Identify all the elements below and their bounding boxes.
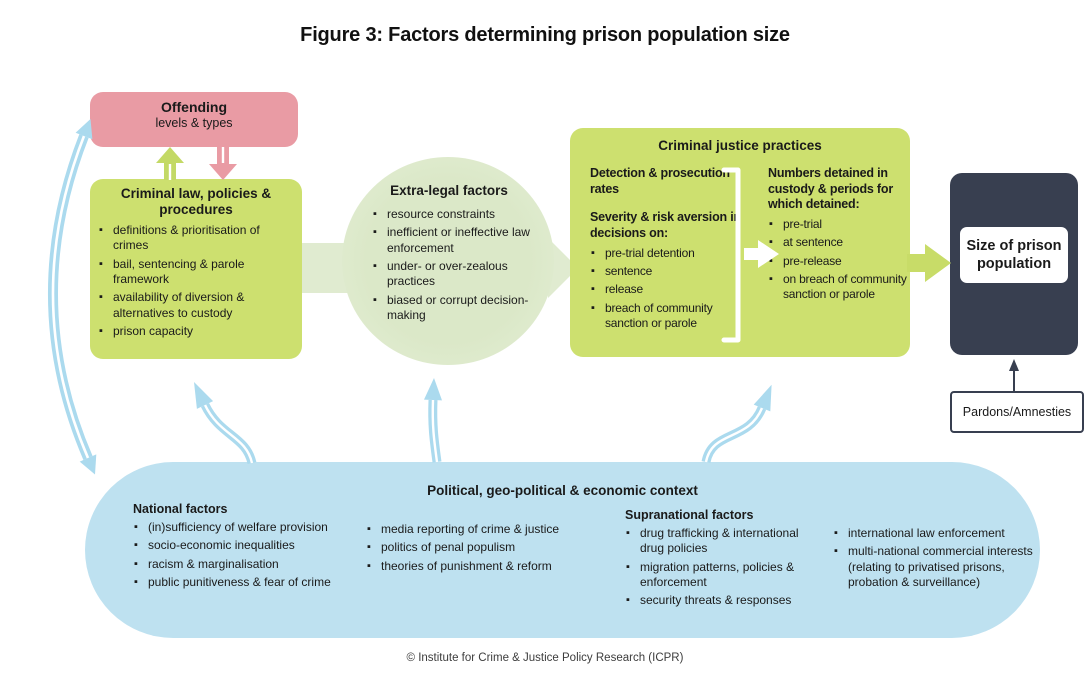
criminal-justice-title: Criminal justice practices [658,138,822,153]
list-item: at sentence [768,235,908,250]
figure-title: Figure 3: Factors determining prison pop… [300,24,790,46]
criminal-law-list: definitions & prioritisation of crimes b… [98,223,294,340]
list-item: sentence [590,264,742,279]
list-item: (in)sufficiency of welfare provision [133,520,361,535]
list-item: racism & marginalisation [133,557,361,572]
list-item: prison capacity [98,324,294,339]
list-item: migration patterns, policies & enforceme… [625,560,823,591]
supranational-factors-list: drug trafficking & international drug po… [625,526,823,609]
list-item: politics of penal populism [366,540,576,555]
list-item: resource constraints [372,207,530,222]
offending-title: Offending [160,99,228,115]
international-column: international law enforcement multi-nati… [833,526,1039,593]
national-factors-list: (in)sufficiency of welfare provision soc… [133,520,361,590]
copyright-text: © Institute for Crime & Justice Policy R… [406,652,684,664]
criminal-law-box: Criminal law, policies & procedures defi… [90,179,302,359]
list-item: multi-national commercial interests (rel… [833,544,1039,590]
detection-heading: Detection & prosecution rates [590,166,730,196]
criminal-law-to-offending-arrow [156,147,184,180]
decisions-list: pre-trial detention sentence release bre… [590,246,742,332]
criminal-justice-to-size-arrow [907,244,951,282]
list-item: under- or over-zealous practices [372,259,530,290]
list-item: inefficient or ineffective law enforceme… [372,225,530,256]
criminal-justice-box: Criminal justice practices Detection & p… [570,128,910,357]
offending-subtitle: levels & types [155,116,233,130]
extra-legal-list: resource constraints inefficient or inef… [372,207,530,324]
offending-to-criminal-law-arrow [209,147,237,180]
list-item: security threats & responses [625,593,823,608]
list-item: international law enforcement [833,526,1039,541]
criminal-law-title: Criminal law, policies & procedures [120,186,272,218]
context-to-extra-legal-arrow [424,378,442,463]
list-item: availability of diversion & alternatives… [98,290,294,321]
list-item: public punitiveness & fear of crime [133,575,361,590]
criminal-justice-left-column: Detection & prosecution rates Severity &… [590,166,742,334]
severity-heading: Severity & risk aversion in decisions on… [590,210,741,240]
offending-box: Offending levels & types [90,92,298,147]
list-item: on breach of community sanction or parol… [768,272,908,303]
national-factors-heading: National factors [133,502,228,516]
size-of-prison-population-label: Size of prison population [960,227,1068,284]
list-item: release [590,282,742,297]
list-item: definitions & prioritisation of crimes [98,223,294,254]
media-politics-list: media reporting of crime & justice polit… [366,522,576,574]
list-item: media reporting of crime & justice [366,522,576,537]
list-item: biased or corrupt decision-making [372,293,530,324]
context-title: Political, geo-political & economic cont… [427,483,698,498]
list-item: pre-release [768,254,908,269]
political-context-blob: Political, geo-political & economic cont… [85,462,1040,638]
size-of-prison-population-box: Size of prison population [950,173,1078,355]
context-to-criminal-justice-arrow [701,384,772,464]
pardons-to-size-arrow [1009,359,1019,392]
detained-list: pre-trial at sentence pre-release on bre… [768,217,908,303]
list-item: pre-trial [768,217,908,232]
extra-legal-title: Extra-legal factors [390,183,508,198]
list-item: bail, sentencing & parole framework [98,257,294,288]
list-item: socio-economic inequalities [133,538,361,553]
criminal-justice-right-column: Numbers detained in custody & periods fo… [768,166,908,306]
context-to-criminal-law-arrow [194,382,257,465]
pardons-amnesties-box: Pardons/Amnesties [950,391,1084,433]
extra-legal-circle: Extra-legal factors resource constraints… [342,157,554,365]
list-item: theories of punishment & reform [366,559,576,574]
list-item: drug trafficking & international drug po… [625,526,823,557]
supranational-factors-column: Supranational factors drug trafficking &… [625,508,823,612]
numbers-detained-heading: Numbers detained in custody & periods fo… [768,166,893,212]
media-politics-column: media reporting of crime & justice polit… [366,522,576,577]
list-item: pre-trial detention [590,246,742,261]
national-factors-column: National factors (in)sufficiency of welf… [133,502,361,593]
supranational-factors-heading: Supranational factors [625,508,754,522]
pardons-amnesties-label: Pardons/Amnesties [962,405,1072,419]
international-list: international law enforcement multi-nati… [833,526,1039,590]
list-item: breach of community sanction or parole [590,301,742,332]
